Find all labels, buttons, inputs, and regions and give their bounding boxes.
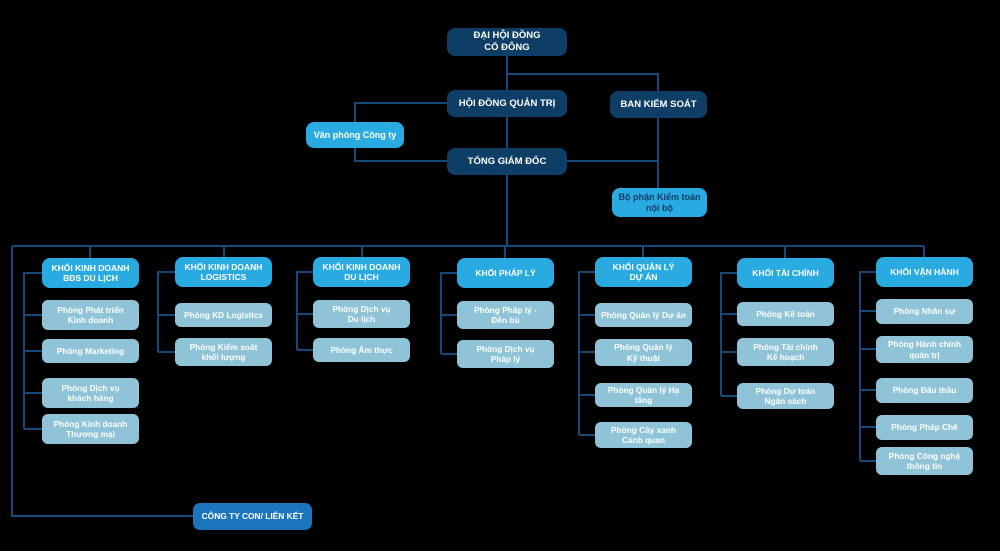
- dept-node: Phòng Pháp Chế: [876, 415, 973, 440]
- top-connectors: [11, 55, 925, 517]
- division-header-project-management: KHỐI QUẢN LÝ DỰ ÁN: [595, 257, 692, 287]
- dept-node: Phòng Dự toán Ngân sách: [737, 383, 834, 409]
- division-spines: [23, 271, 876, 462]
- dept-node: Phòng Kế toán: [737, 302, 834, 326]
- node-general-director: TỔNG GIÁM ĐỐC: [447, 148, 567, 175]
- dept-node: Phòng Dịch vụ Du lịch: [313, 300, 410, 328]
- dept-node: Phòng Kinh doanh Thương mại: [42, 414, 139, 444]
- division-header-finance: KHỐI TÀI CHÍNH: [737, 258, 834, 288]
- dept-node: Phòng Quản lý Hạ tầng: [595, 383, 692, 407]
- division-header-tourism: KHỐI KINH DOANH DU LỊCH: [313, 257, 410, 287]
- division-header-operations: KHỐI VẬN HÀNH: [876, 257, 973, 287]
- dept-node: Phòng Phát triển Kinh doanh: [42, 300, 139, 330]
- node-subsidiaries-affiliates: CÔNG TY CON/ LIÊN KẾT: [193, 503, 312, 530]
- dept-node: Phòng Dịch vụ Pháp lý: [457, 340, 554, 368]
- dept-node: Phòng Kiểm soát khối lượng: [175, 338, 272, 366]
- node-shareholders-meeting: ĐẠI HỘI ĐỒNG CỔ ĐÔNG: [447, 28, 567, 56]
- dept-node: Phòng Quản lý Kỹ thuật: [595, 339, 692, 366]
- dept-node: Phòng KD Logistics: [175, 303, 272, 327]
- dept-node: Phòng Nhân sự: [876, 299, 973, 324]
- dept-node: Phòng Công nghệ thông tin: [876, 447, 973, 475]
- division-header-real-estate-tourism: KHỐI KINH DOANH BĐS DU LỊCH: [42, 258, 139, 288]
- dept-node: Phòng Quản lý Dự án: [595, 303, 692, 327]
- dept-node: Phòng Marketing: [42, 339, 139, 363]
- dept-node: Phòng Hành chính quản trị: [876, 336, 973, 363]
- dept-node: Phòng Ẩm thực: [313, 338, 410, 362]
- node-supervisory-board: BAN KIỂM SOÁT: [610, 91, 707, 118]
- dept-node: Phòng Đấu thầu: [876, 378, 973, 403]
- dept-node: Phòng Pháp lý - Đền bù: [457, 301, 554, 329]
- dept-node: Phòng Cây xanh Cảnh quan: [595, 422, 692, 448]
- node-company-office: Văn phòng Công ty: [306, 122, 404, 148]
- division-header-logistics: KHỐI KINH DOANH LOGISTICS: [175, 257, 272, 287]
- node-board-of-management: HỘI ĐỒNG QUẢN TRỊ: [447, 90, 567, 117]
- dept-node: Phòng Tài chính Kế hoạch: [737, 338, 834, 366]
- division-header-legal: KHỐI PHÁP LÝ: [457, 258, 554, 288]
- node-internal-audit: Bộ phận Kiểm toán nội bộ: [612, 188, 707, 217]
- dept-node: Phòng Dịch vụ khách hàng: [42, 378, 139, 408]
